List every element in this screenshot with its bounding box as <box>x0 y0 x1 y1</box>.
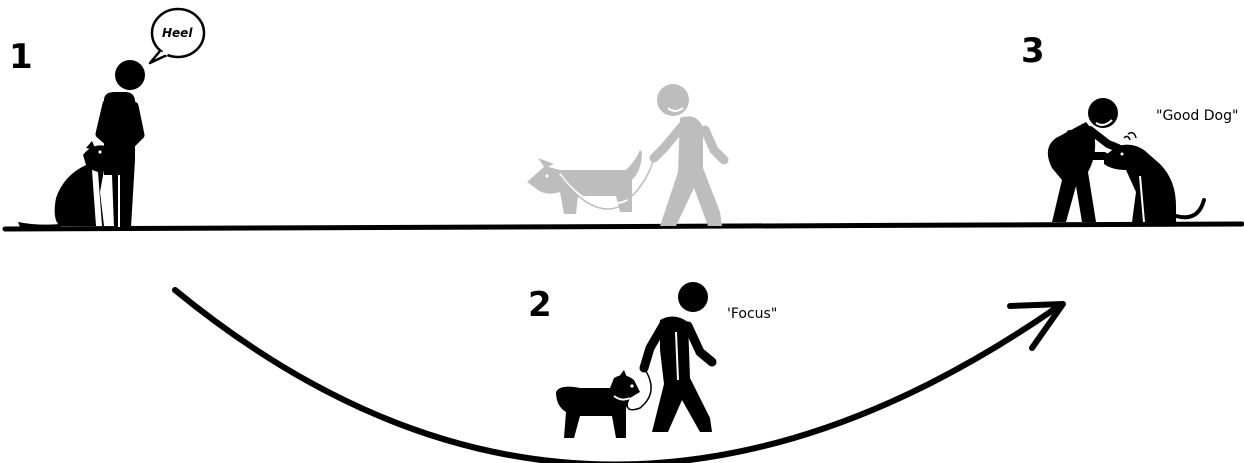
quote-focus: 'Focus" <box>727 306 777 322</box>
leashed-dog-icon <box>556 368 651 438</box>
walking-person-icon <box>644 282 712 432</box>
petted-dog-icon <box>1104 133 1204 222</box>
faded-leashed-dog-icon <box>527 150 654 214</box>
sitting-dog-icon <box>18 141 120 230</box>
speech-heel: Heel <box>162 26 193 40</box>
faded-walking-person-icon <box>654 84 724 226</box>
quote-good-dog: "Good Dog" <box>1156 108 1238 124</box>
step-3-number: 3 <box>1021 31 1045 71</box>
step-1-number: 1 <box>9 37 33 77</box>
standing-person-icon <box>100 60 145 227</box>
step-2-number: 2 <box>528 285 552 325</box>
ground-line <box>5 224 1242 229</box>
